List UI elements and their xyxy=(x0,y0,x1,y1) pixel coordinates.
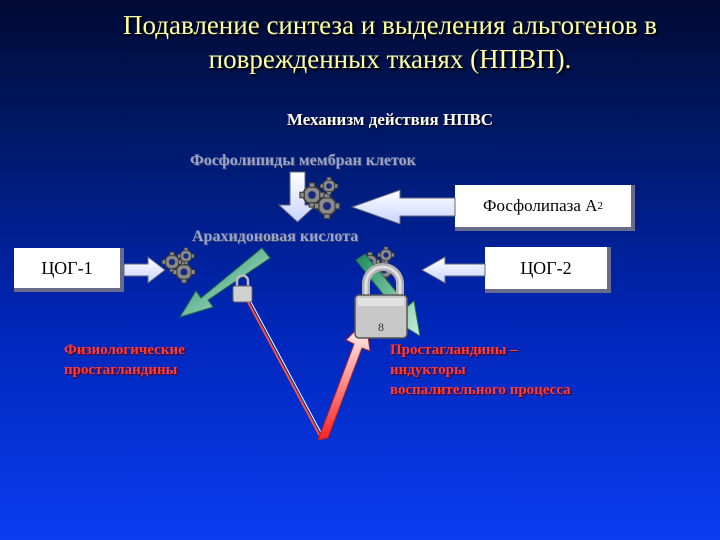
small-lock-icon xyxy=(232,274,253,303)
phospholipase-label: Фосфолипаза А xyxy=(483,196,598,215)
big-lock-icon: 8 xyxy=(354,263,408,339)
cog1-box: ЦОГ-1 xyxy=(14,248,124,292)
gear-icon xyxy=(161,247,196,284)
arrow-cog2 xyxy=(420,256,486,284)
inflammatory-prostaglandins-text: Простагландины – индукторы воспалительно… xyxy=(390,342,571,398)
arrow-phospholipase xyxy=(350,189,456,225)
arrow-to-physiological-pg xyxy=(178,247,271,318)
arachidonic-acid-label: Арахидоновая кислота xyxy=(192,228,359,245)
arrow-cog1 xyxy=(123,255,166,285)
phospholipids-label: Фосфолипиды мембран клеток xyxy=(190,152,416,169)
physiological-prostaglandins-text: Физиологические простагландины xyxy=(64,342,185,378)
slide-title: Подавление синтеза и выделения альгогено… xyxy=(123,10,657,74)
lock-keyhole: 8 xyxy=(378,320,384,334)
thin-red-line xyxy=(247,301,325,441)
cog1-label: ЦОГ-1 xyxy=(41,257,93,278)
arrow-down-phospholipids xyxy=(277,171,318,223)
slide-subtitle: Механизм действия НПВС xyxy=(286,110,494,129)
phospholipase-subscript: 2 xyxy=(597,200,603,212)
cog2-label: ЦОГ-2 xyxy=(520,257,572,278)
cog2-box: ЦОГ-2 xyxy=(485,247,611,293)
